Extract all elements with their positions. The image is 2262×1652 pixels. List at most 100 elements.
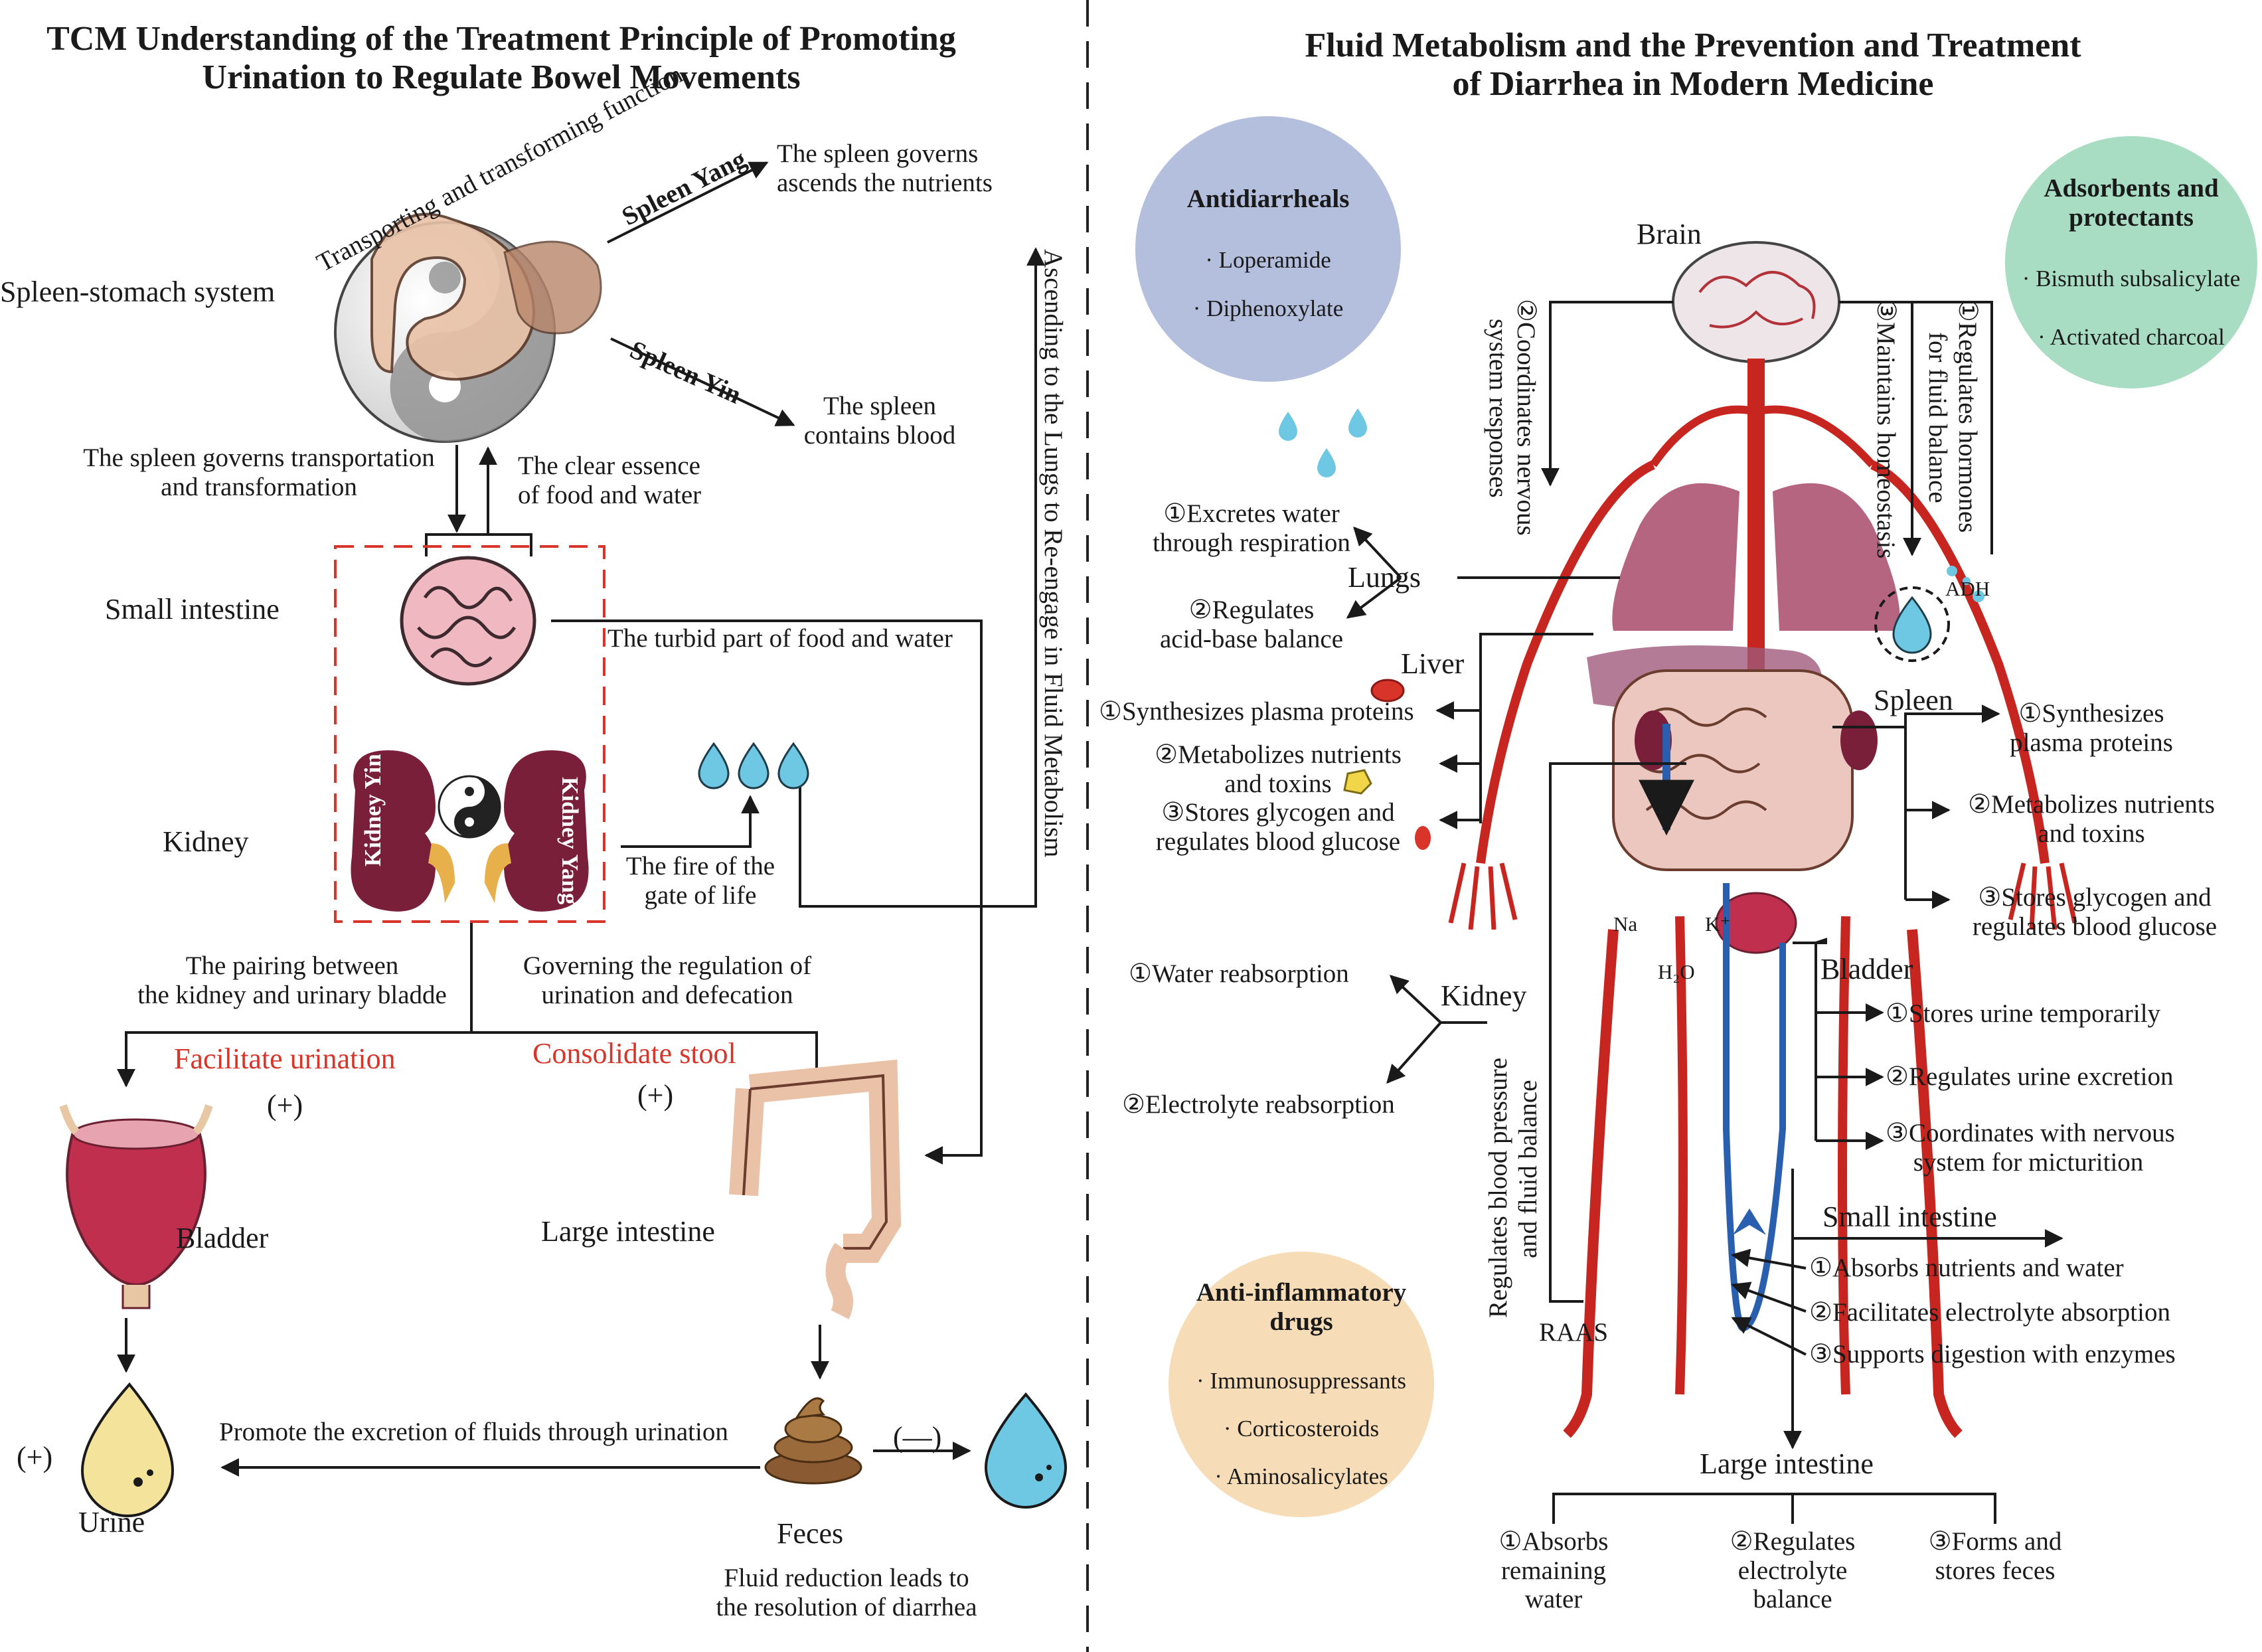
antiinflammatory-circle (1169, 1252, 1434, 1517)
right-title-line1: Fluid Metabolism and the Prevention and … (1305, 27, 2081, 64)
lungs-fn-2a: ②Regulates (1188, 596, 1315, 624)
liver-fn-3: ③Stores glycogen and regulates blood glu… (1135, 798, 1421, 856)
bladder-fn-3a: ③Coordinates with nervous (1886, 1119, 2175, 1147)
intestine-kidney-box (334, 545, 606, 923)
feces-label: Feces (777, 1517, 844, 1550)
adsorbents-title-1: Adsorbents and (2044, 174, 2219, 203)
spleen-fn-2b: and toxins (2038, 819, 2145, 848)
governing-text: Governing the regulation of urination an… (505, 951, 830, 1009)
spleen-yang-text-2: ascends the nutrients (777, 168, 993, 197)
large-intestine-fn-2c: balance (1753, 1585, 1832, 1614)
liver-fn-2: ②Metabolizes nutrients and toxins (1135, 740, 1421, 798)
adsorbents-item-2: · Activated charcoal (2038, 324, 2225, 350)
antiinflammatory-item-2: · Corticosteroids (1223, 1416, 1380, 1442)
spleen-yin-text-1: The spleen (823, 392, 936, 420)
brain-label: Brain (1637, 218, 1702, 250)
kidney-yang-label: Kidney Yang (557, 777, 583, 905)
fire-gate-text-2: gate of life (644, 880, 757, 910)
ascending-text: Ascending to the Lungs to Re-engage in F… (1039, 249, 1068, 858)
small-intestine-fn-1: ①Absorbs nutrients and water (1809, 1254, 2124, 1282)
governing-text-2: urination and defecation (541, 980, 793, 1009)
large-intestine-label: Large intestine (1700, 1447, 1874, 1480)
large-intestine-fn-3a: ③Forms and (1928, 1527, 2062, 1556)
spleen-transport-text: The spleen governs transportation and tr… (66, 444, 451, 501)
potassium-label: K⁺ (1705, 912, 1731, 936)
brain-hormones-text-1: ①Regulates hormones (1953, 299, 1982, 533)
antiinflammatory-title: Anti-inflammatory drugs (1188, 1278, 1414, 1336)
antidiarrheals-circle (1135, 116, 1401, 382)
left-title-line2: Urination to Regulate Bowel Movements (202, 58, 801, 97)
liver-fn-1: ①Synthesizes plasma proteins (1099, 697, 1414, 726)
feces-minus: (—) (893, 1421, 942, 1453)
right-title-line2: of Diarrhea in Modern Medicine (1452, 65, 1934, 104)
brain-hormones-text-2: for fluid balance (1923, 332, 1952, 503)
bladder-fn-2: ②Regulates urine excretion (1886, 1062, 2174, 1091)
consolidate-stool-label: Consolidate stool (532, 1037, 736, 1070)
small-intestine-fn-3: ③Supports digestion with enzymes (1809, 1340, 2176, 1368)
turbid-text: The turbid part of food and water (607, 624, 953, 653)
spleen-fn-2: ②Metabolizes nutrients and toxins (1949, 790, 2234, 848)
kidney-fn-2: ②Electrolyte reabsorption (1122, 1090, 1395, 1119)
left-title-line1: TCM Understanding of the Treatment Princ… (46, 20, 956, 58)
spleen-fn-1b: plasma proteins (2010, 728, 2173, 757)
lungs-fn-2: ②Regulates acid-base balance (1142, 596, 1361, 653)
spleen-yang-text-1: The spleen governs (777, 139, 979, 168)
liver-fn-3a: ③Stores glycogen and (1161, 798, 1395, 827)
small-intestine-fn-2: ②Facilitates electrolyte absorption (1809, 1298, 2170, 1327)
antiinflammatory-title-2: drugs (1269, 1307, 1333, 1336)
antidiarrheals-item-2: · Diphenoxylate (1192, 295, 1344, 321)
brain-coordinates-text-2: system responses (1484, 319, 1512, 498)
spleen-fn-3a: ③Stores glycogen and (1978, 883, 2212, 912)
antidiarrheals-item-1: · Loperamide (1205, 247, 1331, 273)
fire-gate-text-1: The fire of the (625, 852, 775, 880)
small-intestine-icon (400, 556, 536, 686)
spleen-yin-text: The spleen contains blood (793, 392, 966, 450)
bladder-fn-3: ③Coordinates with nervous system for mic… (1886, 1119, 2175, 1177)
left-large-intestine-label: Large intestine (541, 1215, 715, 1248)
spleen-fn-3b: regulates blood glucose (1972, 912, 2218, 941)
large-intestine-fn-2: ②Regulates electrolyte balance (1716, 1527, 1869, 1614)
bladder-icon (59, 1104, 213, 1309)
water-drop-icon (984, 1392, 1068, 1509)
urine-drop-icon (80, 1382, 175, 1517)
spleen-stomach-icon (334, 212, 602, 443)
adsorbents-circle (2005, 136, 2257, 388)
brain-coordinates-text-1: ②Coordinates nervous (1512, 299, 1540, 536)
raas-regulates-text-1: Regulates blood pressure (1484, 1057, 1512, 1318)
spleen-fn-2a: ②Metabolizes nutrients (1968, 790, 2215, 819)
antiinflammatory-item-1: · Immunosuppressants (1196, 1368, 1406, 1394)
governing-text-1: Governing the regulation of (523, 951, 812, 980)
antidiarrheals-title: Antidiarrheals (1186, 185, 1350, 213)
feces-icon (764, 1397, 862, 1485)
raas-label: RAAS (1539, 1318, 1609, 1347)
right-title: Fluid Metabolism and the Prevention and … (1208, 27, 2178, 104)
clear-essence-text-1: The clear essence (518, 452, 700, 480)
left-kidney-label: Kidney (163, 825, 249, 858)
large-intestine-fn-3: ③Forms and stores feces (1912, 1527, 2078, 1585)
spleen-label: Spleen (1874, 684, 1953, 716)
liver-label: Liver (1401, 647, 1465, 680)
pairing-text: The pairing between the kidney and urina… (113, 951, 471, 1009)
kidney-icons (351, 750, 589, 912)
water-drop-icons (698, 742, 809, 789)
urine-plus: (+) (17, 1441, 53, 1473)
lungs-fn-1b: through respiration (1153, 528, 1350, 557)
large-intestine-fn-1c: water (1524, 1585, 1583, 1614)
spleen-fn-1: ①Synthesizes plasma proteins (1998, 699, 2184, 757)
large-intestine-fn-1a: ①Absorbs (1498, 1527, 1609, 1556)
consolidate-plus: (+) (637, 1079, 674, 1112)
large-intestine-fn-1b: remaining (1500, 1556, 1607, 1585)
spleen-fn-1a: ①Synthesizes (2018, 699, 2164, 728)
large-intestine-fn-2b: electrolyte (1737, 1556, 1848, 1585)
lungs-fn-2b: acid-base balance (1159, 624, 1344, 653)
urine-label: Urine (78, 1506, 145, 1538)
large-intestine-fn-2a: ②Regulates (1730, 1527, 1856, 1556)
left-bladder-label: Bladder (176, 1222, 269, 1254)
adsorbents-title-2: protectants (2069, 203, 2194, 232)
pairing-text-1: The pairing between (185, 951, 399, 980)
spleen-transport-text-2: and transformation (161, 472, 357, 501)
spleen-transport-text-1: The spleen governs transportation (83, 444, 435, 472)
lungs-label: Lungs (1348, 561, 1421, 594)
water-formula-label: H₂O (1658, 960, 1695, 983)
